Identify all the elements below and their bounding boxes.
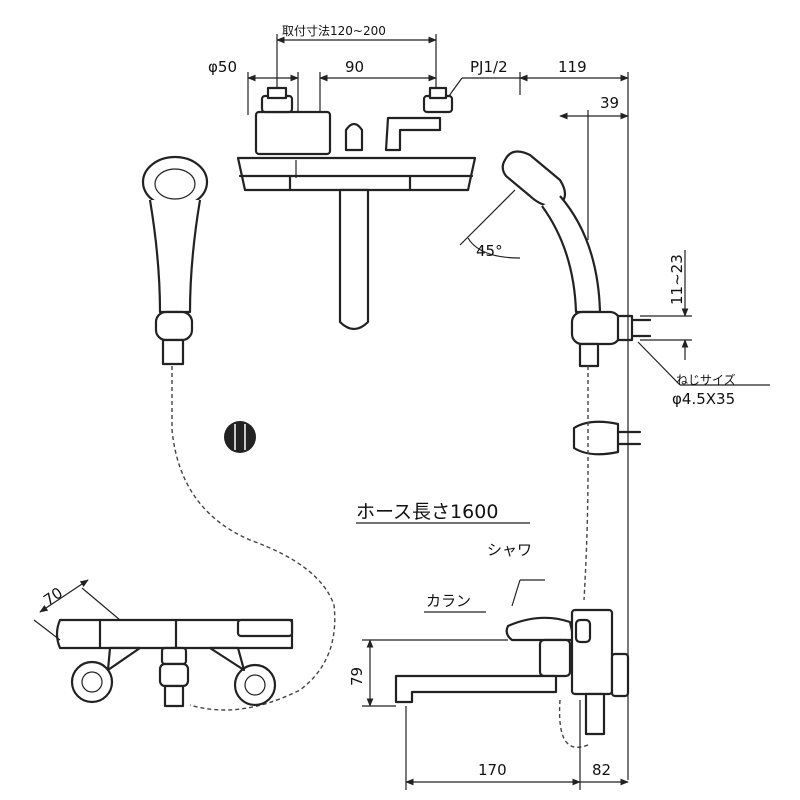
- faucet-front-view: [55, 618, 294, 708]
- angle-indicator: [459, 189, 521, 259]
- hose-length-label: ホース長さ1600: [356, 501, 498, 523]
- faucet-top-view: [236, 86, 477, 331]
- shower-label: シャワ: [487, 541, 532, 559]
- screw-size-label: φ4.5X35: [672, 390, 735, 408]
- right-total-label: 119: [558, 58, 587, 76]
- mount-range-label: 取付寸法120~200: [282, 24, 386, 38]
- wall-bracket: [572, 420, 642, 456]
- height-label: 79: [348, 667, 366, 686]
- wall-offset-label: 82: [592, 761, 611, 779]
- spout-length-label: 170: [478, 761, 507, 779]
- screw-size-caption: ねじサイズ: [676, 372, 736, 387]
- drain-button-icon: [224, 421, 256, 453]
- body-dia-label: φ50: [208, 58, 237, 76]
- wall-gap-label: 11~23: [668, 254, 686, 305]
- depth-label: 70: [40, 584, 66, 610]
- right-inner-label: 39: [600, 94, 619, 112]
- faucet-side-view: [394, 608, 630, 736]
- hand-shower: [141, 155, 209, 366]
- pipe-label: PJ1/2: [470, 58, 508, 76]
- bottom-dimensions: [362, 639, 629, 790]
- angle-label: 45°: [476, 242, 503, 260]
- top-dimensions: [247, 34, 525, 115]
- depth-dimension: [33, 579, 121, 641]
- center-label: 90: [345, 58, 364, 76]
- spout-label: カラン: [426, 592, 471, 610]
